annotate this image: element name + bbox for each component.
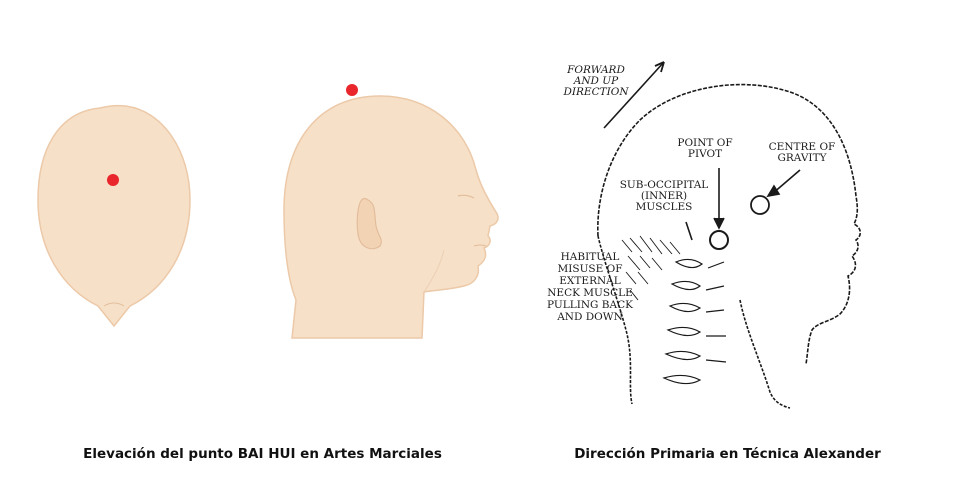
ear-icon — [356, 197, 382, 250]
label-sub-occipital-1: SUB-OCCIPITAL — [620, 179, 709, 191]
alexander-diagram — [597, 61, 862, 409]
centre-of-gravity-marker — [750, 195, 770, 215]
label-misuse-5: PULLING BACK — [547, 299, 633, 311]
alexander-head-outline — [597, 83, 862, 365]
bai-hui-point-top — [107, 174, 119, 186]
forward-up-arrow-head — [654, 61, 665, 73]
label-gravity-2: GRAVITY — [777, 152, 827, 164]
label-pivot-2: PIVOT — [688, 148, 722, 160]
pivot-arrow-head — [713, 217, 725, 230]
label-misuse-6: AND DOWN — [556, 311, 623, 323]
jaw-line — [423, 249, 445, 293]
caption-bai-hui: Elevación del punto BAI HUI en Artes Mar… — [83, 446, 442, 462]
label-pivot-1: POINT OF — [677, 137, 732, 149]
alexander-labels: FORWARD AND UP DIRECTION POINT OF PIVOT … — [547, 64, 835, 323]
alexander-neck-front — [739, 299, 791, 409]
label-misuse-4: NECK MUSCLE — [547, 287, 633, 299]
label-misuse-3: EXTERNAL — [559, 275, 620, 287]
label-forward-up-1: FORWARD — [566, 64, 625, 76]
gravity-arrow-head — [766, 184, 781, 198]
head-side-outline — [283, 95, 499, 339]
caption-alexander: Dirección Primaria en Técnica Alexander — [574, 446, 881, 462]
sub-occipital-arrow — [685, 221, 693, 241]
label-forward-up-3: DIRECTION — [562, 86, 629, 98]
neck-muscle-hatching — [621, 235, 681, 301]
label-misuse-1: HABITUAL — [561, 251, 620, 263]
label-sub-occipital-3: MUSCLES — [636, 201, 693, 213]
illustration-canvas: FORWARD AND UP DIRECTION POINT OF PIVOT … — [37, 61, 862, 409]
bai-hui-point-side — [346, 84, 358, 96]
alexander-vertebrae — [662, 258, 727, 385]
head-top-nose-hint — [103, 302, 125, 307]
point-of-pivot-marker — [709, 230, 729, 250]
forward-up-arrow-line — [603, 61, 665, 129]
head-side-view — [283, 84, 499, 339]
mouth-line — [473, 244, 487, 247]
label-sub-occipital-2: (INNER) — [641, 190, 687, 202]
label-misuse-2: MISUSE OF — [557, 263, 622, 275]
head-top-view — [37, 104, 191, 328]
eye-line — [457, 194, 475, 199]
label-gravity-1: CENTRE OF — [769, 141, 836, 153]
label-forward-up-2: AND UP — [573, 75, 619, 87]
head-top-outline — [37, 104, 191, 328]
